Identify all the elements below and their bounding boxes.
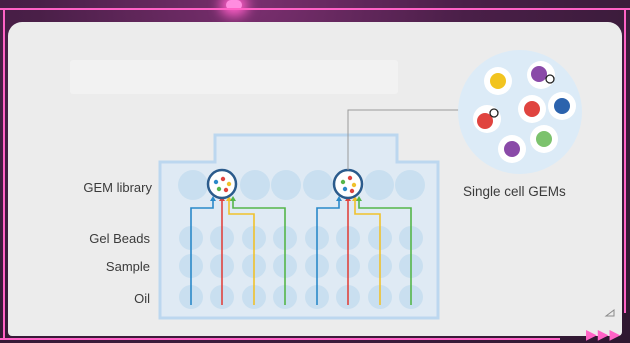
label-sample: Sample [105,259,150,274]
corner-glyph [604,309,615,317]
arrow-head [226,196,232,201]
frame-line-top [0,8,630,10]
flow-lines-right [316,196,412,305]
arrow-head [336,196,342,201]
gem-right [332,168,364,200]
label-single-cell-gems: Single cell GEMs [463,184,566,199]
label-oil: Oil [134,291,150,306]
label-gel-beads: Gel Beads [89,231,150,246]
yellow-line [228,200,255,305]
well [271,170,301,200]
blue-line [316,200,340,305]
green-line [232,200,286,305]
chip-outline [158,133,440,320]
well [395,170,425,200]
green-line [358,200,412,305]
gem-library-row [178,170,425,200]
gem-left [206,168,238,200]
frame-line-right [624,8,626,313]
top-glow-ornament [226,0,242,10]
well [240,170,270,200]
single-cell-gems-zoom [458,50,582,174]
yellow-line [354,200,381,305]
frame-line-bottom [0,338,560,340]
arrow-head [230,196,236,201]
arrow-head [356,196,362,201]
well [178,170,208,200]
arrow-head [210,196,216,201]
arrow-head [352,196,358,201]
footer-arrows: ▶▶▶ [586,326,622,342]
blue-line [190,200,214,305]
blank-banner [70,60,398,94]
connector-line [347,109,470,170]
flow-lines-left [190,196,286,305]
frame-line-left [3,8,5,338]
well [364,170,394,200]
well [303,170,333,200]
label-gem-library: GEM library [83,180,152,195]
